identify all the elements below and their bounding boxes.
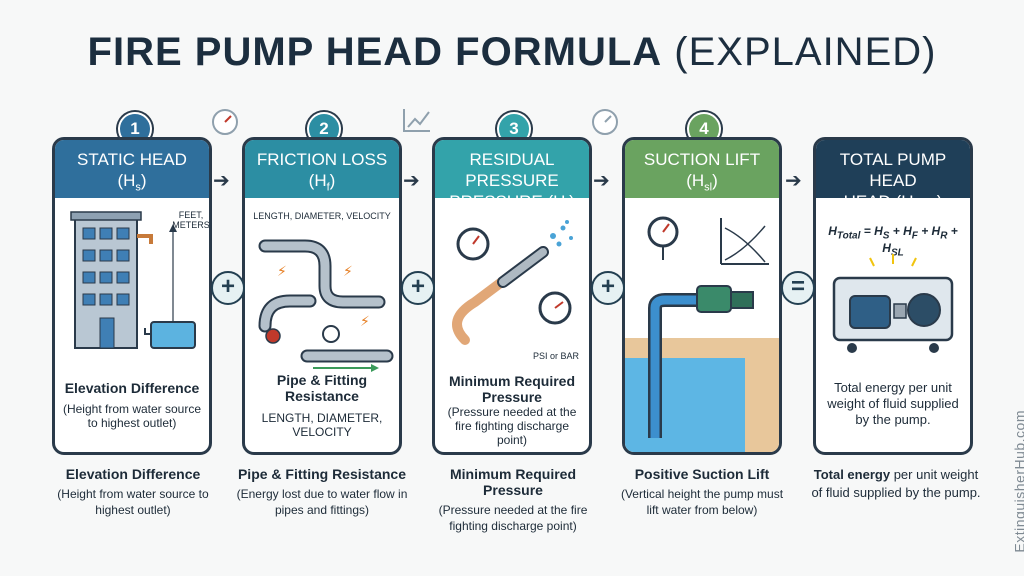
gauge-icon xyxy=(592,109,618,135)
page-title: FIRE PUMP HEAD FORMULA (EXPLAINED) xyxy=(87,30,937,74)
arrow-right-icon: ➔ xyxy=(403,170,420,192)
pipes-icon: ⚡ ⚡ ⚡ xyxy=(258,239,394,372)
nozzle-icon xyxy=(452,220,573,345)
arrow-right-icon: ➔ xyxy=(785,170,802,192)
lower-desc-2: (Energy lost due to water flow in pipes … xyxy=(236,487,408,517)
svg-text:⚡: ⚡ xyxy=(360,314,370,330)
formula: HTotal = HS + HF + HR + HSL xyxy=(828,224,958,259)
arrow-right-icon: ➔ xyxy=(593,170,610,192)
card-caption-title: Pipe & Fitting Resistance xyxy=(276,372,368,404)
plus-operator: + xyxy=(401,271,435,305)
chart-icon xyxy=(403,109,430,132)
equals-operator: = xyxy=(781,271,815,305)
card-header: SUCTION LIFT(Hsl) xyxy=(625,140,779,198)
svg-text:⚡: ⚡ xyxy=(343,264,353,280)
lower-title-4: Positive Suction Lift xyxy=(634,466,770,482)
lower-title-3: Minimum Required Pressure xyxy=(449,466,576,498)
card-static-head: STATIC HEAD(Hs) FEET,METERS Elevation Di… xyxy=(52,137,212,455)
svg-text:⚡: ⚡ xyxy=(277,264,287,280)
card-suction-lift: SUCTION LIFT(Hsl) xyxy=(622,137,782,455)
gauge-icon xyxy=(212,109,238,135)
pump-unit-icon xyxy=(832,254,954,353)
lower-desc-4: (Vertical height the pump must lift wate… xyxy=(620,487,784,517)
lower-title-1: Elevation Difference xyxy=(65,466,201,482)
units-label: FEET,METERS xyxy=(172,210,210,230)
plus-operator: + xyxy=(211,271,245,305)
card-caption-desc: (Pressure needed at the fire fighting di… xyxy=(447,405,577,447)
lower-title-2: Pipe & Fitting Resistance xyxy=(237,466,407,482)
lower-desc-5: Total energy per unit weight of fluid su… xyxy=(811,467,981,500)
units-label: PSI or BAR xyxy=(532,351,579,361)
lower-desc-3: (Pressure needed at the fire fighting di… xyxy=(438,503,588,533)
building-icon xyxy=(70,211,196,349)
card-caption-desc: (Height from water source to highest out… xyxy=(62,402,202,430)
watermark: ExtinguisherHub.com xyxy=(1012,410,1024,553)
card-caption-title: Minimum Required Pressure xyxy=(448,373,575,405)
card-header: STATIC HEAD(Hs) xyxy=(55,140,209,198)
card-friction-loss: FRICTION LOSS(Hf) LENGTH, DIAMETER, VELO… xyxy=(242,137,402,455)
card-caption-desc: Total energy per unit weight of fluid su… xyxy=(827,380,959,427)
factors-label: LENGTH, DIAMETER, VELOCITY xyxy=(253,211,391,221)
suction-pump-icon xyxy=(625,216,779,452)
card-caption-title: Elevation Difference xyxy=(64,380,200,396)
card-caption-desc: LENGTH, DIAMETER, VELOCITY xyxy=(261,411,383,439)
arrow-right-icon: ➔ xyxy=(213,170,230,192)
lower-desc-1: (Height from water source to highest out… xyxy=(57,487,209,517)
card-header: FRICTION LOSS(Hf) xyxy=(245,140,399,198)
plus-operator: + xyxy=(591,271,625,305)
